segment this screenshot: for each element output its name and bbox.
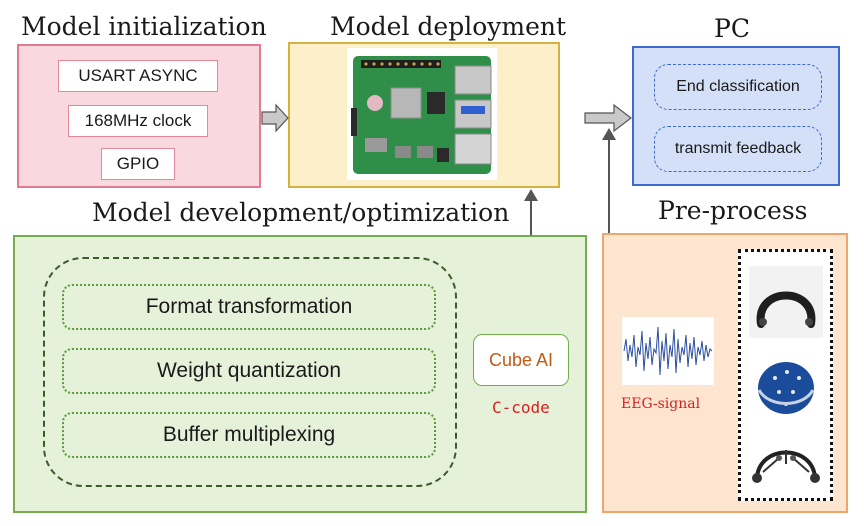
pre-process-title: Pre-process [658,196,808,225]
model-deployment-title: Model deployment [330,12,567,41]
pc-panel: End classification transmit feedback [632,46,840,186]
format-transformation-item: Format transformation [62,284,436,330]
optimization-group: Format transformation Weight quantizatio… [43,257,457,487]
model-deployment-panel [288,42,560,188]
pre-process-panel: EEG-signal [602,233,848,513]
eeg-cap-image [749,348,823,420]
eeg-headsets-frame [738,249,833,501]
eeg-signal-waveform [622,317,714,385]
buffer-multiplexing-item: Buffer multiplexing [62,412,436,458]
model-development-title: Model development/optimization [92,198,510,227]
raspberry-pi-board-image [347,48,497,180]
c-code-label: C-code [492,398,550,417]
pc-title: PC [714,14,750,43]
transmit-feedback-item: transmit feedback [654,126,822,172]
eeg-wireless-headset-image [749,432,823,494]
arrow-deploy-to-pc [584,103,632,133]
weight-quantization-item: Weight quantization [62,348,436,394]
model-initialization-panel: USART ASYNC 168MHz clock GPIO [17,44,261,188]
arrow-init-to-deploy [261,103,289,133]
usart-async-item: USART ASYNC [58,60,218,92]
eeg-signal-label: EEG-signal [621,396,701,412]
arrow-dev-to-deploy [524,189,538,201]
end-classification-item: End classification [654,64,822,110]
arrow-preprocess-to-pc [602,128,616,140]
cube-ai-box: Cube AI [473,334,569,386]
gpio-item: GPIO [101,148,175,180]
model-development-panel: Format transformation Weight quantizatio… [13,235,587,513]
model-initialization-title: Model initialization [21,12,267,41]
eeg-headband-image [749,266,823,338]
clock-item: 168MHz clock [68,105,208,137]
